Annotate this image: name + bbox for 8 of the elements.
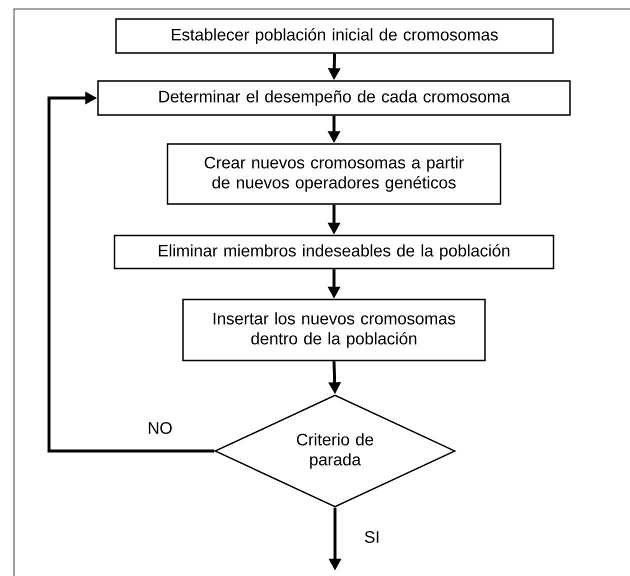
process-box: Insertar los nuevos cromosomas dentro de la población <box>182 298 486 362</box>
process-box: Determinar el desempeño de cada cromosoma <box>97 80 571 116</box>
arrow <box>48 92 214 452</box>
edge-label: NO <box>148 422 172 434</box>
process-box: Establecer población inicial de cromosomas <box>115 18 554 54</box>
edge-label: SI <box>364 531 378 543</box>
process-box: Eliminar miembros indeseables de la población <box>114 234 554 270</box>
process-box: Crear nuevos cromosomas a partir de nuevos operadores genéticos <box>166 143 502 205</box>
